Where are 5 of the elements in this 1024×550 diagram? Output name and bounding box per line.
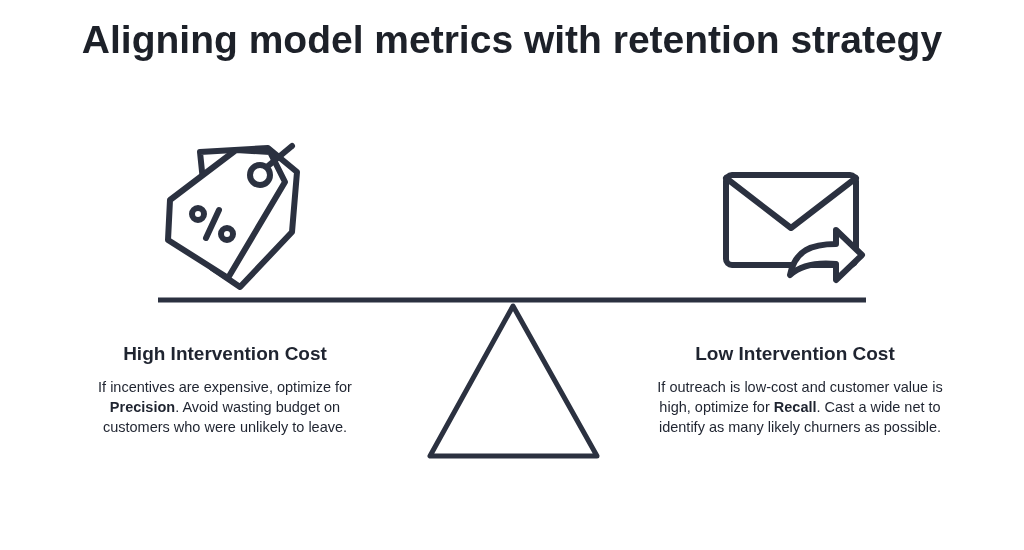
heading: High Intervention Cost [122,343,328,365]
title: Aligning model metrics with retention strategy [80,18,944,62]
description-text: If outreach is low-cost and customer value is high, optimize for Recall. Cast a wide net to identify as many likely churners as possible. [656,378,944,437]
description-text: If incentives are expensive, optimize for Precision. Avoid wasting budget on customers who were unlikely to leave. [97,378,353,437]
heading: Low Intervention Cost [694,343,896,365]
